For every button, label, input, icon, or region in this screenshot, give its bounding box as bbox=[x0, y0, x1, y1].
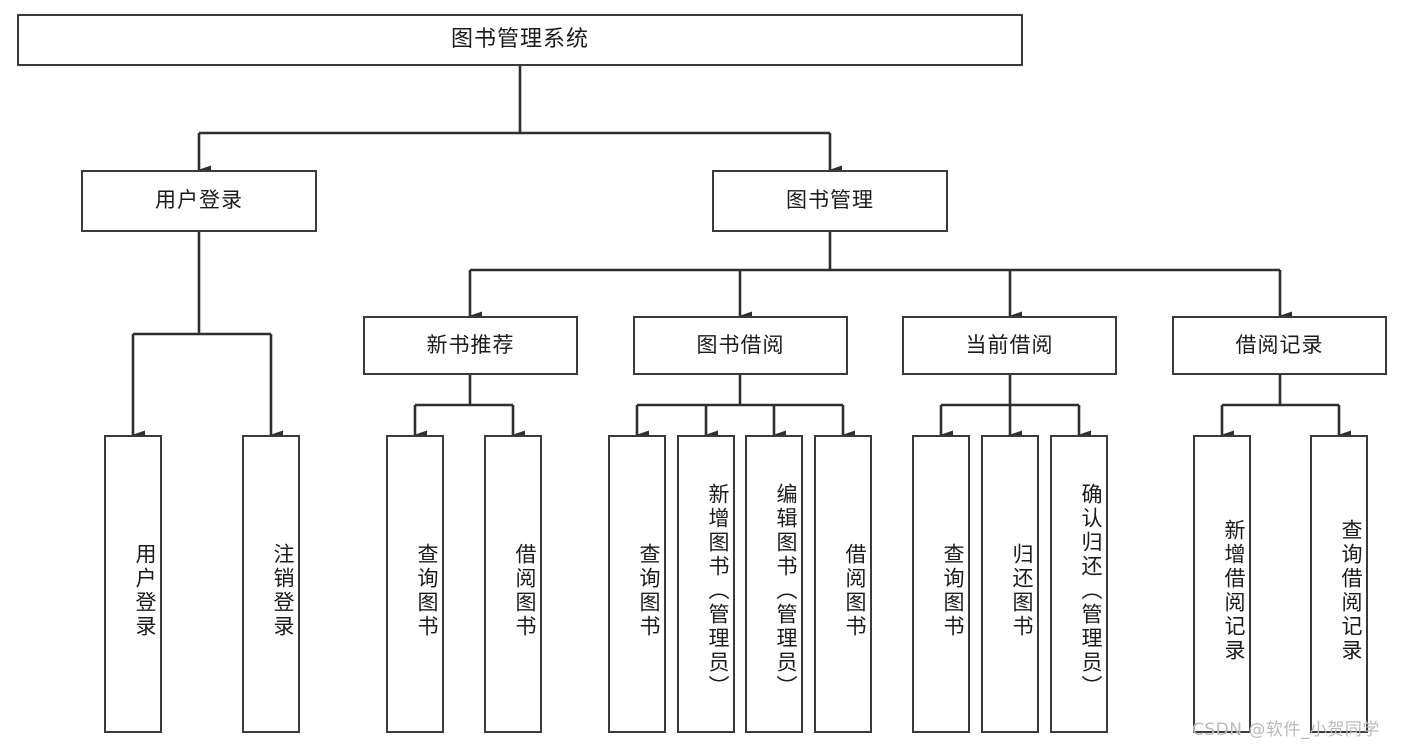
node-root-system-label: 图书管理系统 bbox=[450, 26, 589, 52]
leaf-book-borrow-edit[interactable]: 编辑图书（管理员） bbox=[745, 435, 803, 733]
leaf-current-borrow-return-label: 归还图书 bbox=[1010, 543, 1034, 639]
leaf-current-borrow-query[interactable]: 查询图书 bbox=[912, 435, 970, 733]
leaf-new-book-borrow[interactable]: 借阅图书 bbox=[484, 435, 542, 733]
leaf-borrow-record-query[interactable]: 查询借阅记录 bbox=[1310, 435, 1368, 733]
node-book-borrow[interactable]: 图书借阅 bbox=[633, 316, 848, 375]
node-user-login-label: 用户登录 bbox=[155, 188, 243, 213]
leaf-current-borrow-query-label: 查询图书 bbox=[941, 543, 965, 639]
node-book-management-label: 图书管理 bbox=[786, 188, 874, 213]
node-borrow-record-label: 借阅记录 bbox=[1235, 332, 1324, 357]
leaf-current-borrow-confirm[interactable]: 确认归还（管理员） bbox=[1050, 435, 1108, 733]
leaf-current-borrow-confirm-label: 确认归还（管理员） bbox=[1079, 483, 1103, 699]
csdn-watermark: CSDN @软件_小贺同学 bbox=[1192, 720, 1380, 740]
leaf-book-borrow-borrow[interactable]: 借阅图书 bbox=[814, 435, 872, 733]
leaf-book-borrow-edit-label: 编辑图书（管理员） bbox=[774, 483, 798, 699]
leaf-new-book-borrow-label: 借阅图书 bbox=[513, 543, 537, 639]
node-user-login[interactable]: 用户登录 bbox=[81, 170, 317, 232]
node-new-book-recommend[interactable]: 新书推荐 bbox=[363, 316, 578, 375]
leaf-new-book-query-label: 查询图书 bbox=[415, 543, 439, 639]
node-book-borrow-label: 图书借阅 bbox=[696, 332, 785, 357]
node-current-borrow-label: 当前借阅 bbox=[965, 332, 1054, 357]
node-borrow-record[interactable]: 借阅记录 bbox=[1172, 316, 1387, 375]
leaf-user-login-signin[interactable]: 用户登录 bbox=[104, 435, 162, 733]
node-book-management[interactable]: 图书管理 bbox=[712, 170, 948, 232]
leaf-new-book-query[interactable]: 查询图书 bbox=[386, 435, 444, 733]
leaf-book-borrow-add-label: 新增图书（管理员） bbox=[706, 483, 730, 699]
leaf-book-borrow-borrow-label: 借阅图书 bbox=[843, 543, 867, 639]
node-new-book-recommend-label: 新书推荐 bbox=[426, 332, 515, 357]
leaf-borrow-record-add-label: 新增借阅记录 bbox=[1222, 519, 1246, 663]
node-root-system[interactable]: 图书管理系统 bbox=[17, 14, 1023, 66]
leaf-book-borrow-query-label: 查询图书 bbox=[637, 543, 661, 639]
leaf-user-login-signin-label: 用户登录 bbox=[133, 543, 157, 639]
leaf-book-borrow-add[interactable]: 新增图书（管理员） bbox=[677, 435, 735, 733]
node-current-borrow[interactable]: 当前借阅 bbox=[902, 316, 1117, 375]
leaf-current-borrow-return[interactable]: 归还图书 bbox=[981, 435, 1039, 733]
leaf-user-login-signout-label: 注销登录 bbox=[271, 543, 295, 639]
leaf-book-borrow-query[interactable]: 查询图书 bbox=[608, 435, 666, 733]
leaf-borrow-record-add[interactable]: 新增借阅记录 bbox=[1193, 435, 1251, 733]
leaf-user-login-signout[interactable]: 注销登录 bbox=[242, 435, 300, 733]
leaf-borrow-record-query-label: 查询借阅记录 bbox=[1339, 519, 1363, 663]
